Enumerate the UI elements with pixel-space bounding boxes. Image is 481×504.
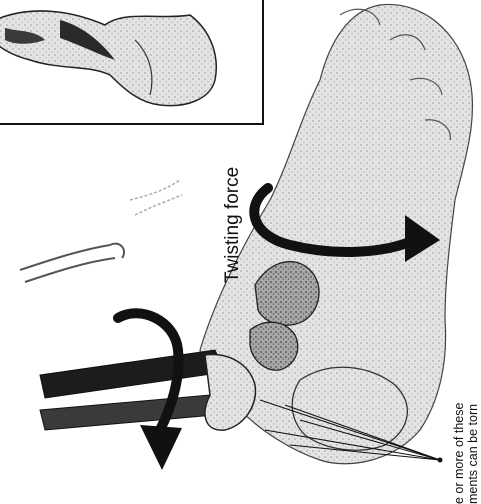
- sketch-stroke: [20, 244, 124, 282]
- fibula: [40, 395, 214, 430]
- twisting-force-label: Twisting force: [222, 167, 244, 283]
- ligament-caption: e or more of these ments can be torn: [452, 403, 480, 504]
- tibia: [40, 350, 225, 398]
- ligament-caption-line: ments can be torn: [466, 403, 480, 504]
- pointer-dot: [438, 458, 443, 463]
- ligament-caption-line: e or more of these: [452, 403, 466, 504]
- sketch-stroke: [130, 180, 182, 215]
- inset-panel: [0, 0, 263, 124]
- leg-bones: [40, 350, 255, 430]
- rotation-arrow-icon: [118, 313, 182, 470]
- faint-leg-sketch: [20, 180, 182, 282]
